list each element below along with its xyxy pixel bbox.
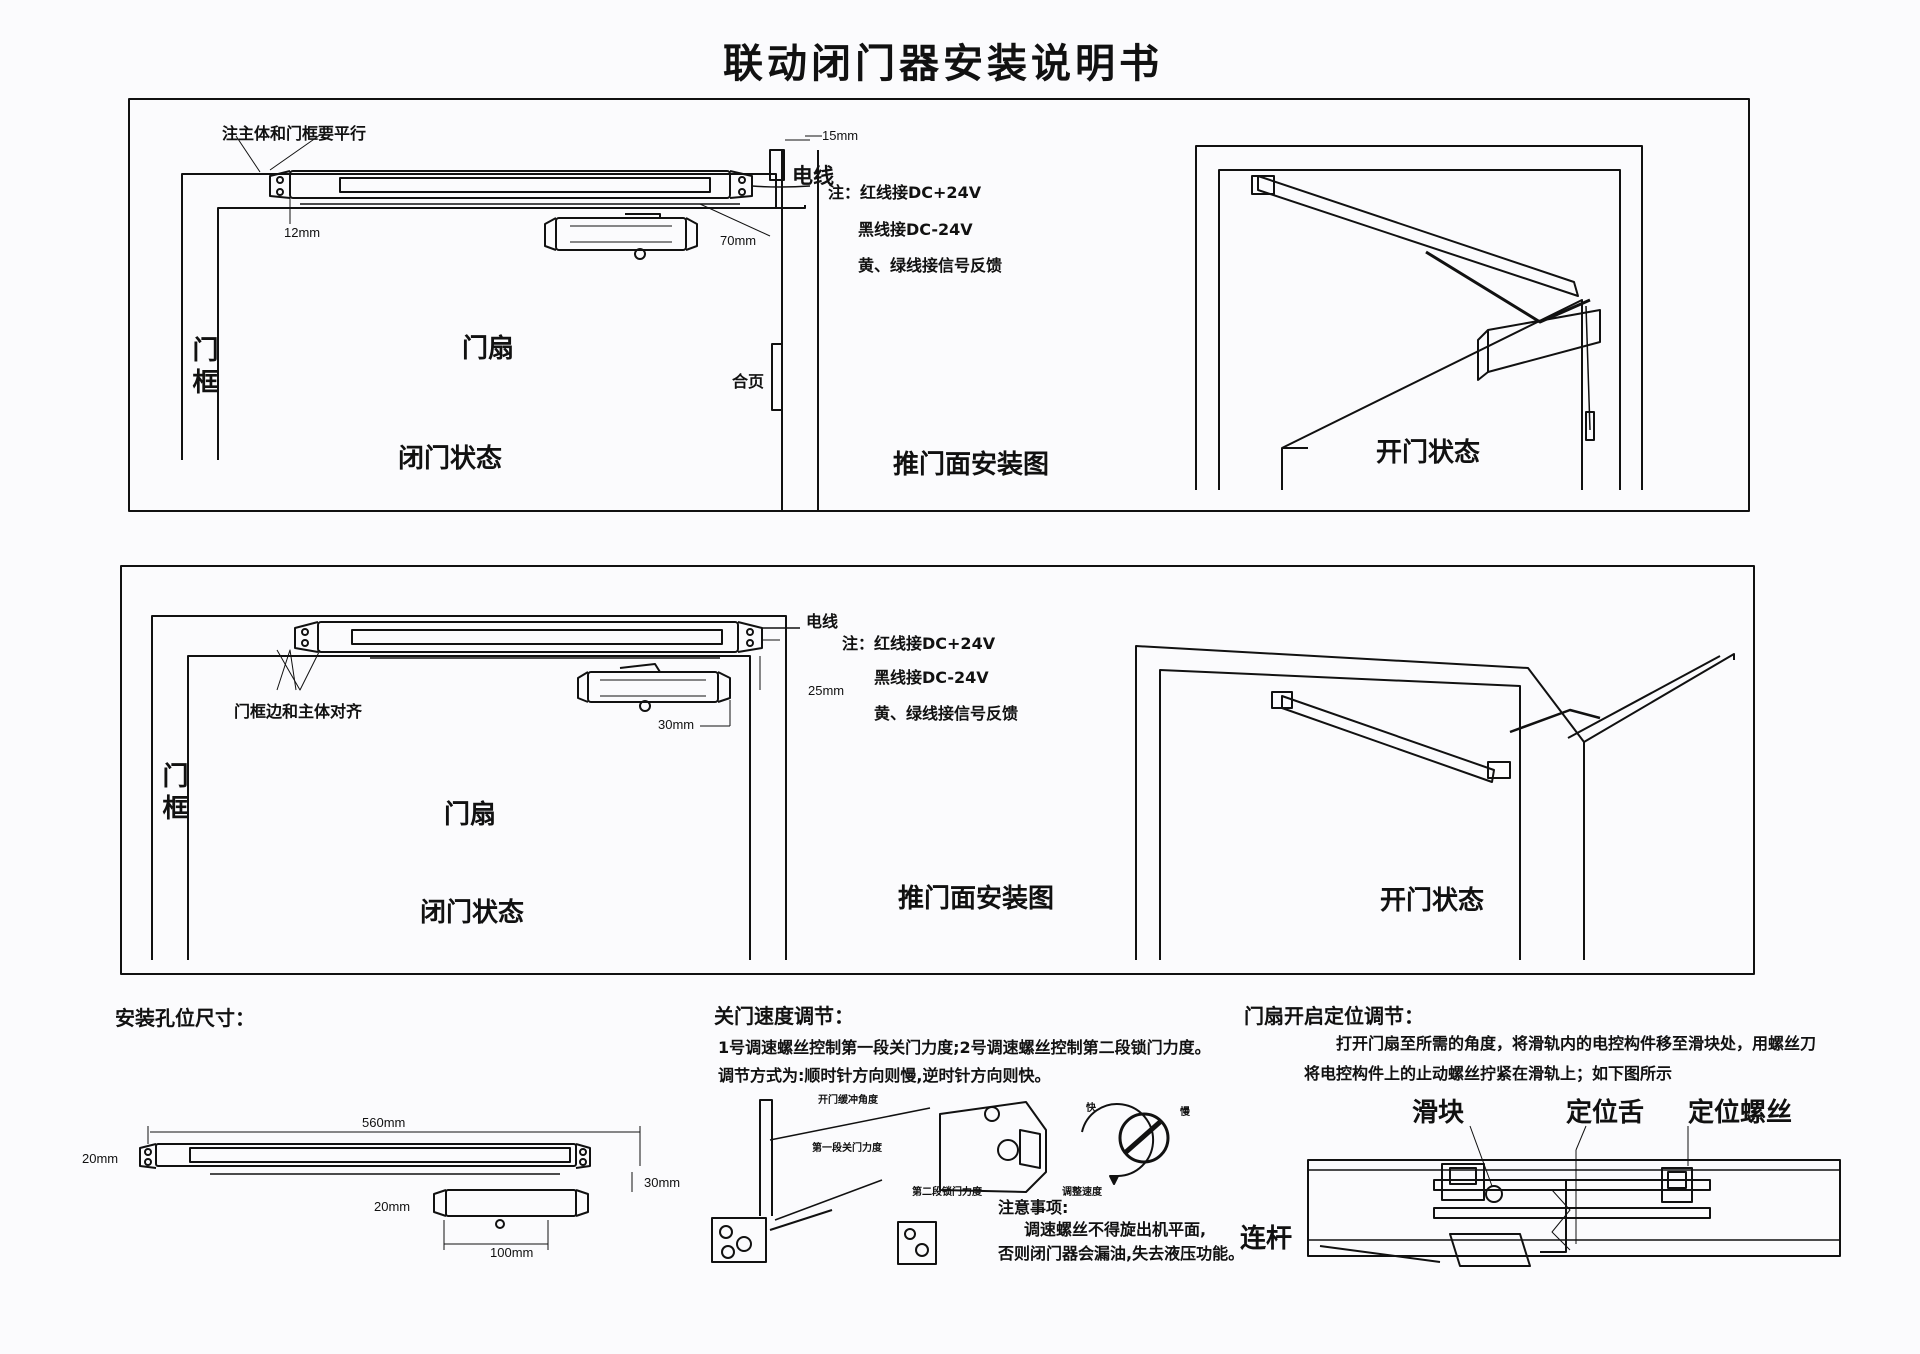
position-tongue: 定位舌 (1566, 1098, 1645, 1128)
speed-slow: 慢 (1180, 1107, 1190, 1118)
speed-caution-2: 否则闭门器会漏油,失去液压功能。 (998, 1244, 1245, 1263)
holes-dim-560: 560mm (362, 1115, 406, 1130)
holes-dim-30: 30mm (644, 1175, 681, 1190)
position-diagram (1307, 1125, 1841, 1267)
position-heading: 门扇开启定位调节： (1244, 1004, 1424, 1028)
speed-caution-title: 注意事项: (998, 1198, 1069, 1217)
speed-line-1: 1号调速螺丝控制第一段关门力度;2号调速螺丝控制第二段锁门力度。 (718, 1038, 1211, 1057)
p1-open-state: 开门状态 (1376, 438, 1481, 468)
page-title: 联动闭门器安装说明书 (723, 40, 1163, 87)
panel-2-border (120, 565, 1755, 975)
p1-dim-12mm: 12mm (284, 225, 321, 240)
speed-buffer-angle: 开门缓冲角度 (818, 1095, 878, 1106)
holes-heading: 安装孔位尺寸： (115, 1006, 255, 1030)
speed-stage-1: 第一段关门力度 (812, 1143, 882, 1154)
p1-wire-label: 电线 (792, 164, 834, 188)
p1-closer-body (544, 213, 698, 260)
p1-push-side: 推门面安装图 (893, 450, 1050, 480)
p2-open-state: 开门状态 (1380, 886, 1485, 916)
speed-line-2: 调节方式为:顺时针方向则慢,逆时针方向则快。 (718, 1066, 1051, 1085)
p2-door-frame-label: 门框 (158, 762, 188, 826)
p1-note-parallel: 注主体和门框要平行 (222, 124, 367, 143)
p1-dim-70mm: 70mm (720, 233, 757, 248)
p2-door-leaf-label: 门扇 (444, 800, 497, 830)
p1-wire-note-3: 黄、绿线接信号反馈 (858, 256, 1003, 275)
p1-frame-outer (181, 173, 806, 460)
panel-1-border (128, 98, 1750, 512)
position-line-1: 打开门扇至所需的角度，将滑轨内的电控构件移至滑块处，用螺丝刀 (1336, 1034, 1817, 1053)
p2-rail (294, 621, 763, 659)
speed-stage-2: 第二段锁门力度 (912, 1187, 982, 1198)
p1-open-door (1195, 145, 1643, 490)
p1-hinge-label: 合页 (732, 372, 765, 391)
p2-open-door (1135, 645, 1735, 960)
position-screw: 定位螺丝 (1688, 1098, 1793, 1128)
speed-fast: 快 (1086, 1103, 1096, 1114)
p1-door-frame (182, 174, 750, 456)
p1-rail (269, 170, 753, 205)
holes-dim-100: 100mm (490, 1245, 534, 1260)
p2-push-side: 推门面安装图 (898, 884, 1055, 914)
position-slider: 滑块 (1412, 1098, 1465, 1128)
holes-dim-20a: 20mm (82, 1151, 119, 1166)
p1-wire-note-2: 黑线接DC-24V (858, 220, 973, 239)
p2-wire-note-2: 黑线接DC-24V (874, 668, 989, 687)
p2-closer-body (577, 663, 731, 712)
speed-caution-1: 调速螺丝不得旋出机平面, (1024, 1220, 1207, 1239)
p2-align-note: 门框边和主体对齐 (234, 702, 363, 721)
p2-dim-30mm: 30mm (658, 717, 695, 732)
p2-wire-label: 电线 (806, 612, 839, 631)
p2-wire-note-1: 注：红线接DC+24V (842, 634, 996, 653)
p1-wire-note-1: 注：红线接DC+24V (828, 183, 982, 202)
p1-wire (751, 185, 811, 188)
p2-closed-state: 闭门状态 (420, 898, 525, 928)
p2-door-frame (151, 615, 787, 960)
p2-wire-note-3: 黄、绿线接信号反馈 (874, 704, 1019, 723)
position-line-2: 将电控构件上的止动螺丝拧紧在滑轨上；如下图所示 (1304, 1064, 1673, 1083)
holes-diagram (139, 1126, 641, 1250)
p2-dim-25mm: 25mm (808, 683, 845, 698)
p1-hinge (771, 343, 783, 411)
p1-closed-state: 闭门状态 (398, 444, 503, 474)
speed-heading: 关门速度调节： (714, 1004, 854, 1028)
holes-dim-20b: 20mm (374, 1199, 411, 1214)
speed-diagram (711, 1099, 1170, 1265)
p1-door-leaf-label: 门扇 (462, 334, 515, 364)
p1-door-frame-label: 门框 (188, 336, 218, 400)
position-link: 连杆 (1240, 1224, 1293, 1254)
p1-frame-inner (217, 207, 776, 460)
speed-adjust-label: 调整速度 (1062, 1187, 1102, 1198)
p1-dim-15mm: 15mm (822, 128, 859, 143)
